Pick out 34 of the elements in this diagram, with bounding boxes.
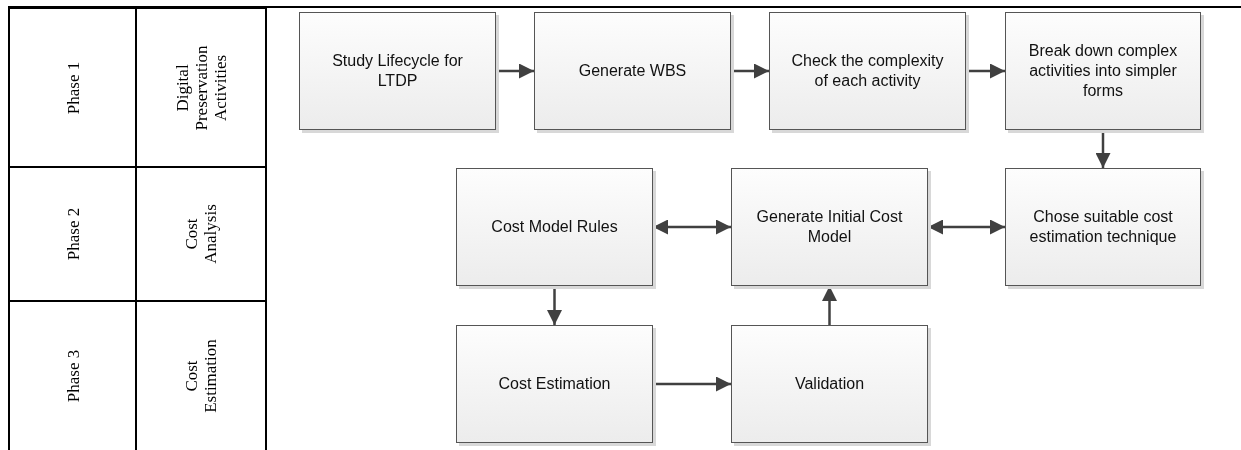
step-label: Cost Estimation — [498, 374, 611, 394]
phase-label: Phase 1 — [63, 60, 82, 116]
phase-label: Phase 2 — [63, 206, 82, 263]
arrow — [547, 286, 562, 325]
arrow — [966, 63, 1005, 79]
process-box — [299, 12, 496, 130]
process-box — [1005, 12, 1201, 130]
arrow — [653, 376, 731, 392]
phase-label: Cost Analysis — [182, 203, 220, 266]
step-label: Study Lifecycle for LTDP — [331, 51, 464, 91]
arrow — [822, 286, 837, 325]
step-label: Check the complexity of each activity — [790, 51, 945, 91]
arrow — [1095, 130, 1111, 168]
step-label: Generate Initial Cost Model — [755, 207, 904, 247]
process-box — [731, 325, 928, 443]
step-label: Cost Model Rules — [491, 217, 618, 237]
step-label: Validation — [794, 374, 865, 394]
arrow — [928, 219, 1005, 235]
process-box — [534, 12, 731, 130]
table-cell — [8, 7, 137, 168]
step-label: Chose suitable cost estimation technique — [1028, 207, 1178, 247]
process-box — [731, 168, 928, 286]
arrow — [653, 219, 731, 235]
phase-label: Phase 3 — [63, 348, 82, 405]
process-box — [456, 168, 653, 286]
process-box — [456, 325, 653, 443]
process-box — [769, 12, 966, 130]
arrow — [496, 63, 534, 79]
arrow — [731, 63, 769, 79]
process-box — [1005, 168, 1201, 286]
phase-label: Digital Preservation Activities — [172, 44, 230, 132]
step-label: Generate WBS — [578, 61, 687, 81]
phase-label: Cost Estimation — [182, 338, 220, 415]
step-label: Break down complex activities into simpler forms — [1027, 41, 1179, 101]
